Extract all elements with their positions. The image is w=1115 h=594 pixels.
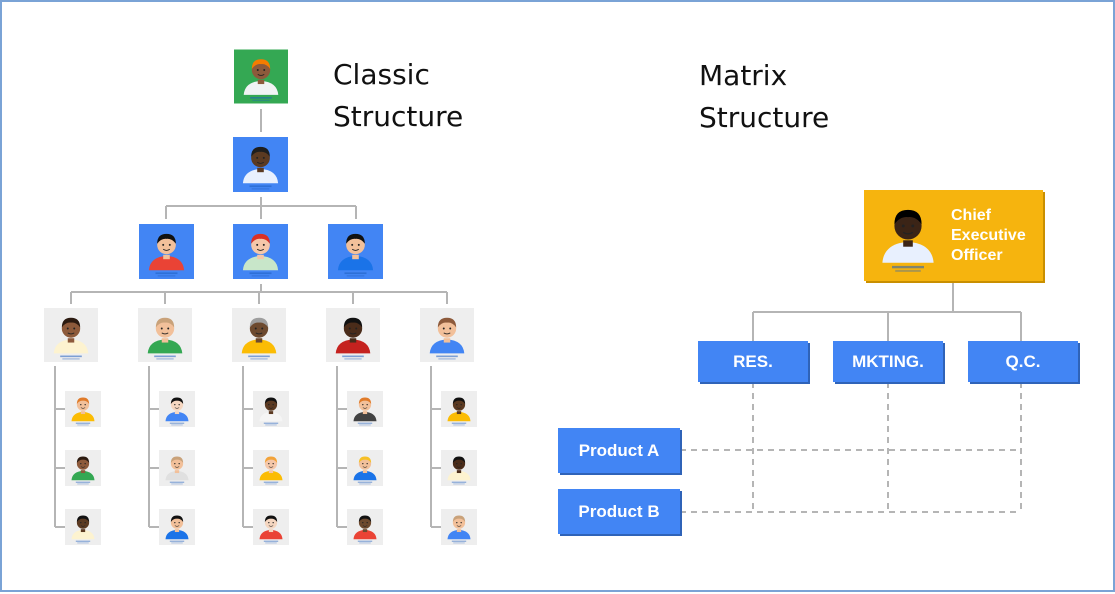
staff-avatar-icon (441, 450, 477, 486)
manager-avatar-icon (328, 224, 383, 279)
product-a: Product A (558, 428, 680, 473)
team-lead-avatar-icon (232, 308, 286, 362)
staff-card (253, 446, 289, 490)
staff-card (159, 387, 195, 431)
staff-card (441, 446, 477, 490)
staff-card (253, 387, 289, 431)
staff-avatar-icon (65, 450, 101, 486)
department-mkting: MKTING. (833, 341, 943, 382)
team-lead-card (420, 304, 474, 366)
staff-card (347, 387, 383, 431)
director-card (233, 132, 288, 197)
department-res: RES. (698, 341, 808, 382)
team-lead-card (326, 304, 380, 366)
classic-structure-title: Classic Structure (333, 58, 464, 133)
team-lead-avatar-icon (138, 308, 192, 362)
team-lead-avatar-icon (44, 308, 98, 362)
staff-avatar-icon (159, 509, 195, 545)
staff-card (65, 446, 101, 490)
ceo-title: Chief Executive Officer (951, 207, 1026, 264)
department-qc: Q.C. (968, 341, 1078, 382)
manager-avatar-icon (139, 224, 194, 279)
staff-card (347, 505, 383, 549)
staff-avatar-icon (347, 450, 383, 486)
manager-card (139, 219, 194, 284)
staff-card (65, 387, 101, 431)
staff-avatar-icon (159, 450, 195, 486)
product-b: Product B (558, 489, 680, 534)
staff-card (347, 446, 383, 490)
matrix-structure-title: Matrix Structure (699, 59, 830, 134)
staff-avatar-icon (65, 509, 101, 545)
staff-card (159, 505, 195, 549)
staff-avatar-icon (159, 391, 195, 427)
manager-card (328, 219, 383, 284)
team-lead-card (44, 304, 98, 366)
team-lead-card (232, 304, 286, 366)
top-executive-card (234, 44, 288, 109)
staff-card (159, 446, 195, 490)
team-lead-avatar-icon (326, 308, 380, 362)
staff-avatar-icon (253, 509, 289, 545)
staff-avatar-icon (347, 509, 383, 545)
staff-card (441, 505, 477, 549)
team-lead-avatar-icon (420, 308, 474, 362)
team-lead-card (138, 304, 192, 366)
staff-avatar-icon (65, 391, 101, 427)
staff-card (253, 505, 289, 549)
staff-avatar-icon (441, 391, 477, 427)
ceo-box: Chief Executive Officer (864, 190, 1043, 281)
staff-avatar-icon (253, 391, 289, 427)
staff-card (441, 387, 477, 431)
executive-avatar-icon (234, 49, 288, 104)
manager-card (233, 219, 288, 284)
staff-avatar-icon (441, 509, 477, 545)
manager-avatar-icon (233, 224, 288, 279)
manager-avatar-icon (233, 137, 288, 192)
staff-avatar-icon (253, 450, 289, 486)
staff-card (65, 505, 101, 549)
ceo-avatar-icon (868, 195, 948, 276)
staff-avatar-icon (347, 391, 383, 427)
